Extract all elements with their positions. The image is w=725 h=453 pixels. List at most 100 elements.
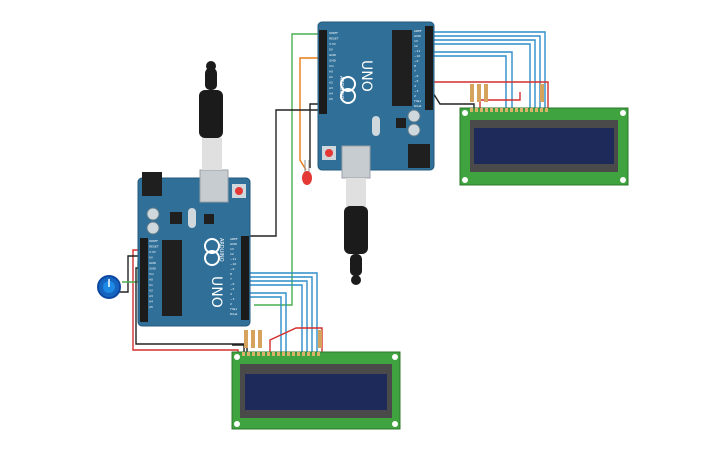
pin-label: A5 <box>329 97 333 101</box>
lcd-pin <box>317 352 320 356</box>
pin-label: GND <box>149 261 157 265</box>
top-power-header <box>319 30 327 114</box>
pin-label: 8 <box>230 272 232 276</box>
pin-label: A2 <box>149 289 153 293</box>
arduino-top[interactable]: UNO ARDUINO AREFGND1312~11~10~987~6~54~3… <box>317 21 435 179</box>
lcd-bottom-screen <box>245 374 387 410</box>
pin-label: ~9 <box>230 267 235 271</box>
pin-label: IOREF <box>329 31 338 35</box>
pin-label: ~11 <box>414 49 420 53</box>
pin-label: 4 <box>230 292 232 296</box>
lcd-pin <box>272 352 275 356</box>
lcd-pin <box>480 108 483 112</box>
pin-label: 2 <box>414 94 416 98</box>
top-digital-header <box>425 26 433 110</box>
pot-wire-red <box>132 249 239 352</box>
pin-label: 13 <box>414 39 418 43</box>
pin-label: A0 <box>149 278 153 282</box>
pin-label: ~11 <box>230 257 236 261</box>
top-capacitor <box>407 109 421 123</box>
lcd-pin <box>312 352 315 356</box>
lcd-pin <box>495 108 498 112</box>
pin-label: A5 <box>149 305 153 309</box>
lcd-pin <box>307 352 310 356</box>
top-brand-text: ARDUINO <box>338 76 344 100</box>
pin-label: A4 <box>149 300 153 304</box>
top-crystal <box>372 116 380 136</box>
led-red[interactable] <box>302 160 312 185</box>
lcd-pin <box>515 108 518 112</box>
pin-label: A2 <box>329 81 333 85</box>
pin-label: AREF <box>230 237 238 241</box>
pin-label: ~5 <box>414 79 419 83</box>
pin-label: ~9 <box>414 59 419 63</box>
ground-wire-black <box>249 109 325 237</box>
potentiometer[interactable] <box>97 275 121 299</box>
pin-label: 12 <box>230 252 234 256</box>
lcd-pin <box>475 108 478 112</box>
lcd-pin <box>302 352 305 356</box>
pin-label: 12 <box>414 44 418 48</box>
lcd-pin <box>287 352 290 356</box>
pin-label: 7 <box>230 277 232 281</box>
lcd-pin <box>500 108 503 112</box>
arduino-bottom[interactable]: UNO ARDUINO AREFGND1312~11~10~987~6~54~3… <box>137 169 251 327</box>
bottom-power-jack <box>142 172 162 196</box>
bottom-lcd-wires <box>249 272 318 352</box>
top-lcd-wire-red2 <box>479 92 521 108</box>
bottom-brand-text: ARDUINO <box>218 238 224 262</box>
pin-label: ~10 <box>414 54 420 58</box>
pin-label: RX◂1 <box>230 312 238 316</box>
lcd-bottom <box>231 351 401 430</box>
lcd-top <box>459 107 629 186</box>
lcd-pin <box>257 352 260 356</box>
lcd-pin <box>505 108 508 112</box>
pin-label: A1 <box>329 75 333 79</box>
top-mcu-chip <box>392 30 412 106</box>
pin-label: 8 <box>414 64 416 68</box>
pin-label: TX▸1 <box>413 99 421 103</box>
lcd-pin <box>535 108 538 112</box>
lcd-pin <box>545 108 548 112</box>
bottom-digital-header <box>241 236 249 320</box>
pin-label: 5V <box>329 48 334 52</box>
top-model-text: UNO <box>358 60 374 92</box>
pin-label: GND <box>149 267 157 271</box>
resistors-top <box>470 84 544 102</box>
pin-label: RX◂1 <box>414 104 422 108</box>
lcd-pin <box>510 108 513 112</box>
pin-label: TX▸1 <box>229 307 237 311</box>
pin-label: 13 <box>230 247 234 251</box>
pin-label: Vin <box>149 272 154 276</box>
top-usb-port <box>341 145 371 179</box>
pin-label: 4 <box>414 84 416 88</box>
pin-label: ~5 <box>230 287 235 291</box>
bottom-infinity-logo <box>204 238 220 254</box>
bottom-crystal <box>188 208 196 228</box>
lcd-pin <box>297 352 300 356</box>
lcd-pin <box>530 108 533 112</box>
top-lcd-wire-black <box>429 87 475 108</box>
top-power-jack <box>408 144 430 168</box>
pin-label: ~3 <box>230 297 235 301</box>
pin-label: ~3 <box>414 89 419 93</box>
lcd-pin <box>267 352 270 356</box>
lcd-pin <box>242 352 245 356</box>
pin-label: GND <box>329 53 337 57</box>
pin-label: ~6 <box>414 74 419 78</box>
pin-label: RESET <box>329 37 339 41</box>
lcd-pin <box>277 352 280 356</box>
pin-label: A0 <box>329 70 333 74</box>
pin-label: 3.3V <box>149 250 157 254</box>
lcd-pin <box>520 108 523 112</box>
pin-label: A1 <box>149 283 153 287</box>
lcd-pin <box>490 108 493 112</box>
usb-cable-bottom <box>199 61 223 170</box>
lcd-pin <box>282 352 285 356</box>
pot-wire-black <box>118 255 145 293</box>
lcd-pin <box>292 352 295 356</box>
